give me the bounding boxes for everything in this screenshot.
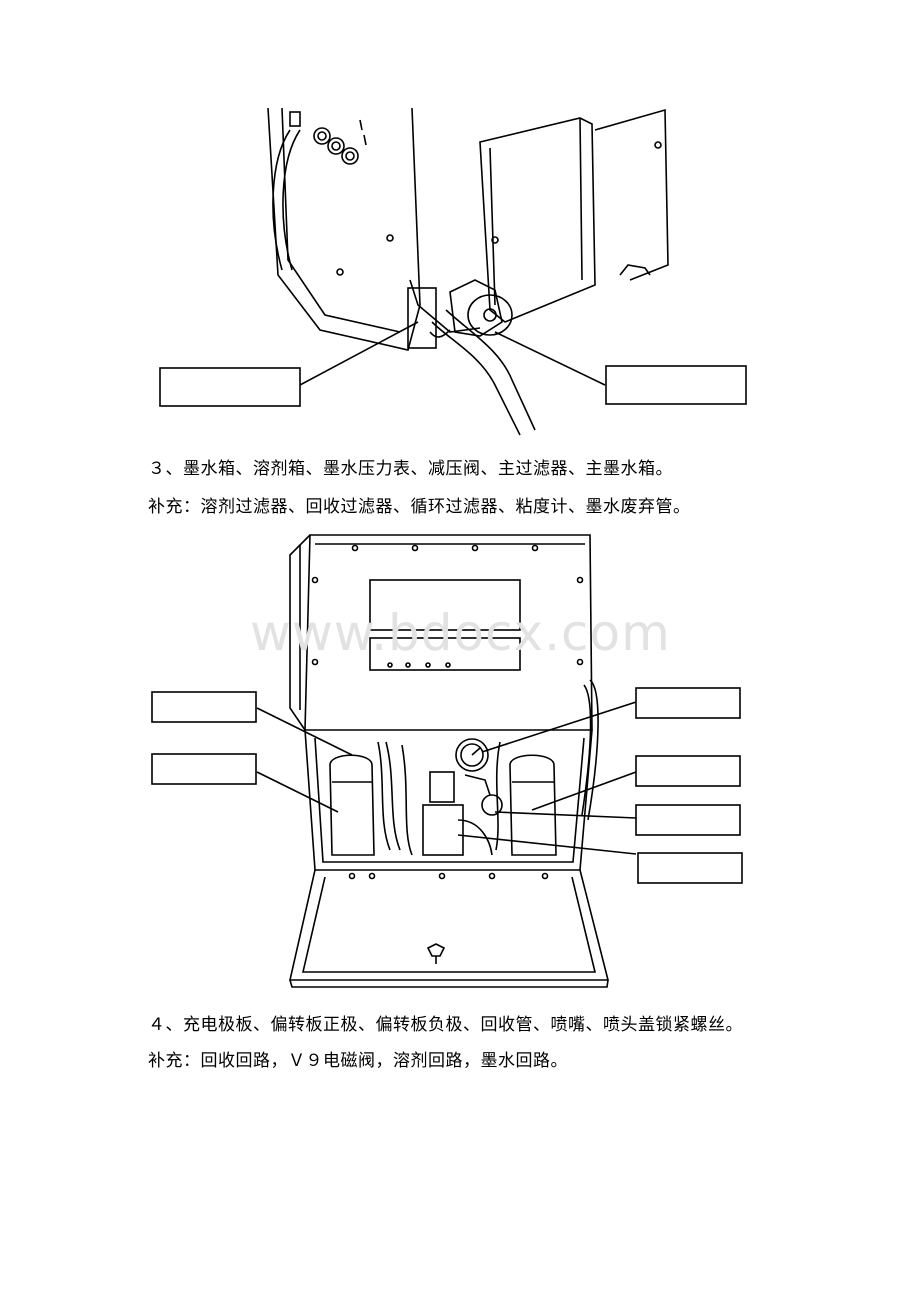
section4-supplement: 补充：回收回路，Ｖ９电磁阀，溶剂回路，墨水回路。 — [148, 1051, 568, 1071]
section4-heading: ４、充电极板、偏转板正极、偏转板负极、回收管、喷嘴、喷头盖锁紧螺丝。 — [148, 1015, 743, 1035]
figure2-label-left-top — [151, 691, 257, 723]
figure-printer-rear-conduit — [159, 107, 747, 436]
section3-supplement: 补充：溶剂过滤器、回收过滤器、循环过滤器、粘度计、墨水废弃管。 — [148, 497, 691, 517]
figure2-label-right-2 — [635, 755, 741, 787]
figure1-label-right — [605, 365, 747, 405]
figure2-label-right-1 — [635, 687, 741, 719]
figure-printer-cabinet-open — [151, 534, 743, 988]
figure1-label-left — [159, 367, 301, 407]
figure2-label-right-4 — [637, 852, 743, 884]
figure2-label-right-3 — [635, 804, 741, 836]
figure2-label-left-bottom — [151, 753, 257, 785]
section3-heading: ３、墨水箱、溶剂箱、墨水压力表、减压阀、主过滤器、主墨水箱。 — [148, 459, 673, 479]
watermark: www.bdocx.com — [250, 604, 671, 662]
